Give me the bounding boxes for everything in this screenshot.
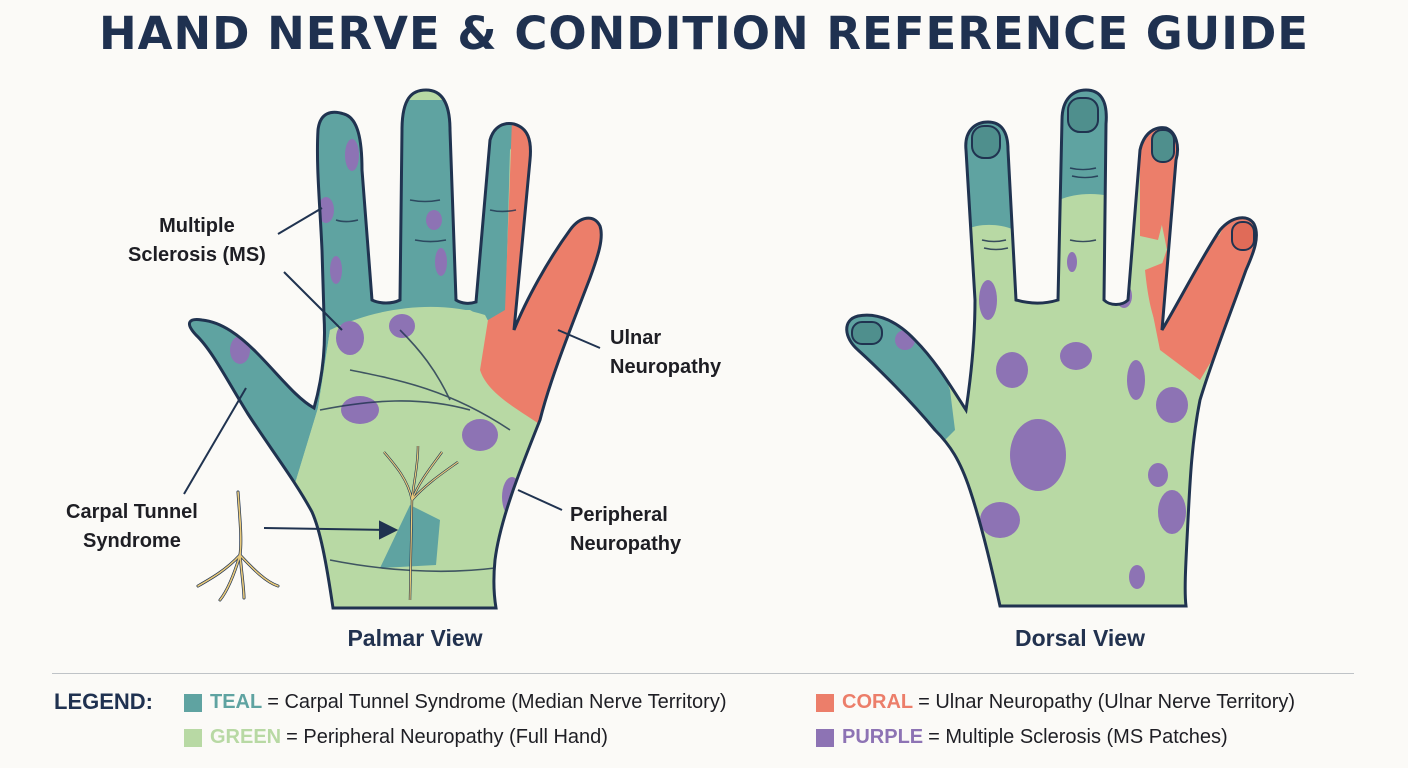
legend-item-coral: CORAL = Ulnar Neuropathy (Ulnar Nerve Te… [816, 691, 1295, 714]
legend-swatch [184, 693, 202, 712]
label-peripheral-neuropathy: Peripheral Neuropathy [570, 504, 682, 555]
legend-item-green: GREEN = Peripheral Neuropathy (Full Hand… [184, 726, 608, 749]
dorsal-view-caption: Dorsal View [1015, 625, 1145, 651]
palmar-view-caption: Palmar View [347, 625, 483, 651]
legend-swatch [816, 728, 834, 747]
dorsal-hand [845, 88, 1258, 608]
label-ulnar-neuropathy: Ulnar Neuropathy [610, 327, 722, 378]
legend-item-purple: PURPLE = Multiple Sclerosis (MS Patches) [816, 726, 1228, 749]
legend-swatch [816, 693, 834, 712]
legend-divider [52, 673, 1354, 674]
label-multiple-sclerosis: Multiple Sclerosis (MS) [128, 215, 266, 266]
label-carpal-tunnel: Carpal Tunnel Syndrome [66, 501, 198, 552]
palmar-hand [187, 88, 603, 610]
leader-lines [183, 207, 601, 540]
legend-title: LEGEND: [54, 689, 153, 714]
nerve-illustration [196, 490, 280, 602]
legend-swatch [184, 728, 202, 747]
page-title: HAND NERVE & CONDITION REFERENCE GUIDE [98, 7, 1310, 60]
legend-item-teal: TEAL = Carpal Tunnel Syndrome (Median Ne… [184, 691, 727, 714]
